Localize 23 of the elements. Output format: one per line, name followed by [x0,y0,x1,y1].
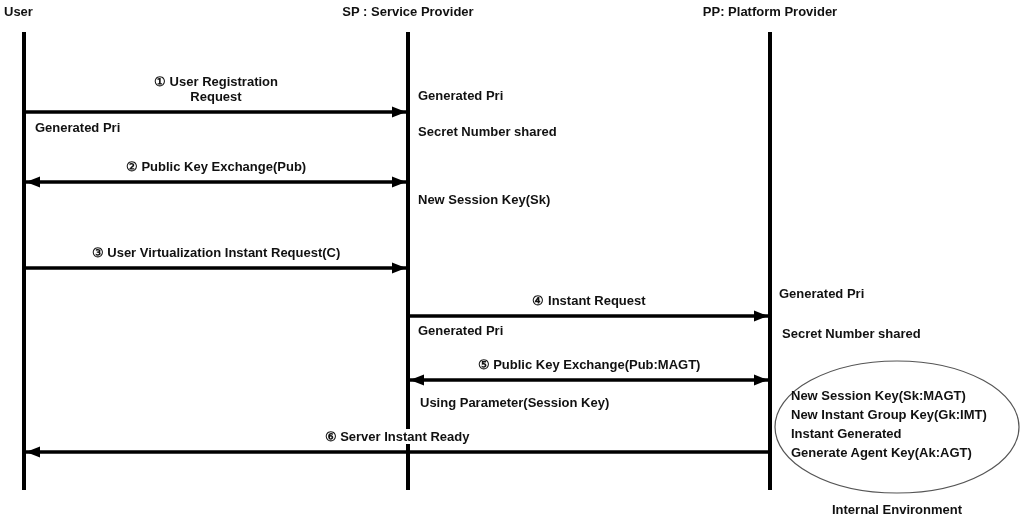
note-text: New Session Key(Sk:MAGT) [791,388,966,403]
note-text: Secret Number shared [782,326,921,341]
note-text: Instant Generated [791,426,902,441]
arrow [410,310,768,322]
participant-label: SP : Service Provider [342,4,474,19]
arrow [26,106,406,118]
participant-label: PP: Platform Provider [702,4,838,19]
note-text: Generate Agent Key(Ak:AGT) [791,445,972,460]
arrow [410,374,768,386]
group-caption: Internal Environment [832,502,962,517]
participant-label: User [4,4,33,19]
arrow [26,446,768,458]
note-text: Using Parameter(Session Key) [420,395,610,410]
note-text: Secret Number shared [418,124,557,139]
edge-label: ④ Instant Request [529,293,649,308]
note-text: New Session Key(Sk) [418,192,551,207]
note-text: Generated Pri [779,286,865,301]
arrow [26,176,406,188]
note-text: Generated Pri [418,88,504,103]
arrow [26,262,406,274]
note-text: New Instant Group Key(Gk:IMT) [791,407,987,422]
note-text: Generated Pri [35,120,121,135]
note-text: Generated Pri [418,323,504,338]
